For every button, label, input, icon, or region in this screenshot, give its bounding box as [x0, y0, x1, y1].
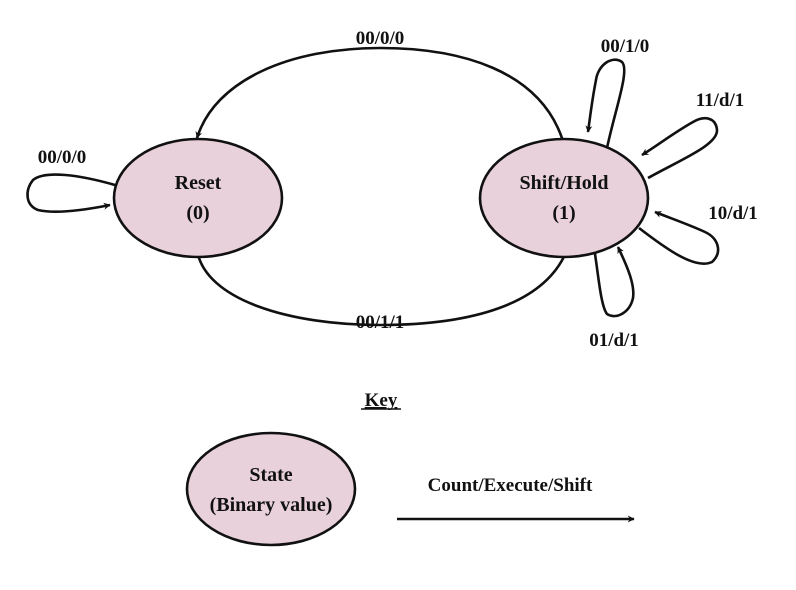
key-title: Key — [365, 390, 398, 411]
key-state-value: (Binary value) — [210, 494, 333, 516]
edge-reset-self — [26, 173, 116, 213]
edge-shift-self-c — [638, 210, 720, 265]
edge-shift-to-reset — [195, 46, 565, 142]
label-shift-self-a: 00/1/0 — [601, 36, 650, 57]
key-arrow-label: Count/Execute/Shift — [428, 475, 593, 496]
key-state-ellipse — [185, 431, 357, 547]
edge-shift-self-a — [585, 58, 626, 149]
label-shift-self-b: 11/d/1 — [696, 90, 745, 111]
state-shift-hold-value: (1) — [552, 202, 575, 224]
key-state: State (Binary value) — [185, 431, 357, 547]
state-reset-name: Reset — [175, 172, 222, 194]
state-reset: Reset (0) — [112, 137, 284, 259]
label-reset-to-shift: 00/1/1 — [356, 312, 405, 333]
state-shift-hold: Shift/Hold (1) — [478, 137, 650, 259]
state-shift-hold-ellipse — [478, 137, 650, 259]
edge-shift-self-b — [641, 116, 719, 180]
label-shift-to-reset: 00/0/0 — [356, 28, 405, 49]
key-state-name: State — [249, 464, 292, 486]
edge-shift-self-d — [591, 241, 635, 318]
label-reset-self: 00/0/0 — [38, 147, 87, 168]
label-shift-self-d: 01/d/1 — [589, 330, 639, 351]
state-reset-ellipse — [112, 137, 284, 259]
label-shift-self-c: 10/d/1 — [708, 203, 758, 224]
state-shift-hold-name: Shift/Hold — [520, 172, 609, 194]
state-reset-value: (0) — [186, 202, 209, 224]
edge-reset-to-shift — [195, 249, 569, 327]
